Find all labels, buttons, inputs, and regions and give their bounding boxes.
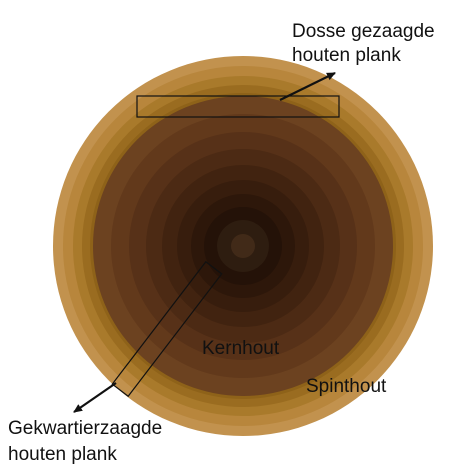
pith: [231, 234, 255, 258]
log-cross-section: [53, 56, 433, 436]
flatsawn-label-line1: Dosse gezaagde: [292, 21, 435, 42]
quartersawn-label-line2: houten plank: [8, 444, 117, 465]
quartersawn-pointer-arrow: [73, 382, 117, 413]
heartwood-label: Kernhout: [202, 338, 280, 359]
quartersawn-plank-outline: [111, 260, 223, 398]
quartersawn-label-line1: Gekwartierzaagde: [8, 418, 162, 439]
sapwood-label: Spinthout: [306, 376, 387, 397]
flatsawn-label-line2: houten plank: [292, 45, 401, 66]
flatsawn-plank-outline: [136, 95, 340, 118]
flatsawn-pointer-arrow: [279, 72, 336, 101]
